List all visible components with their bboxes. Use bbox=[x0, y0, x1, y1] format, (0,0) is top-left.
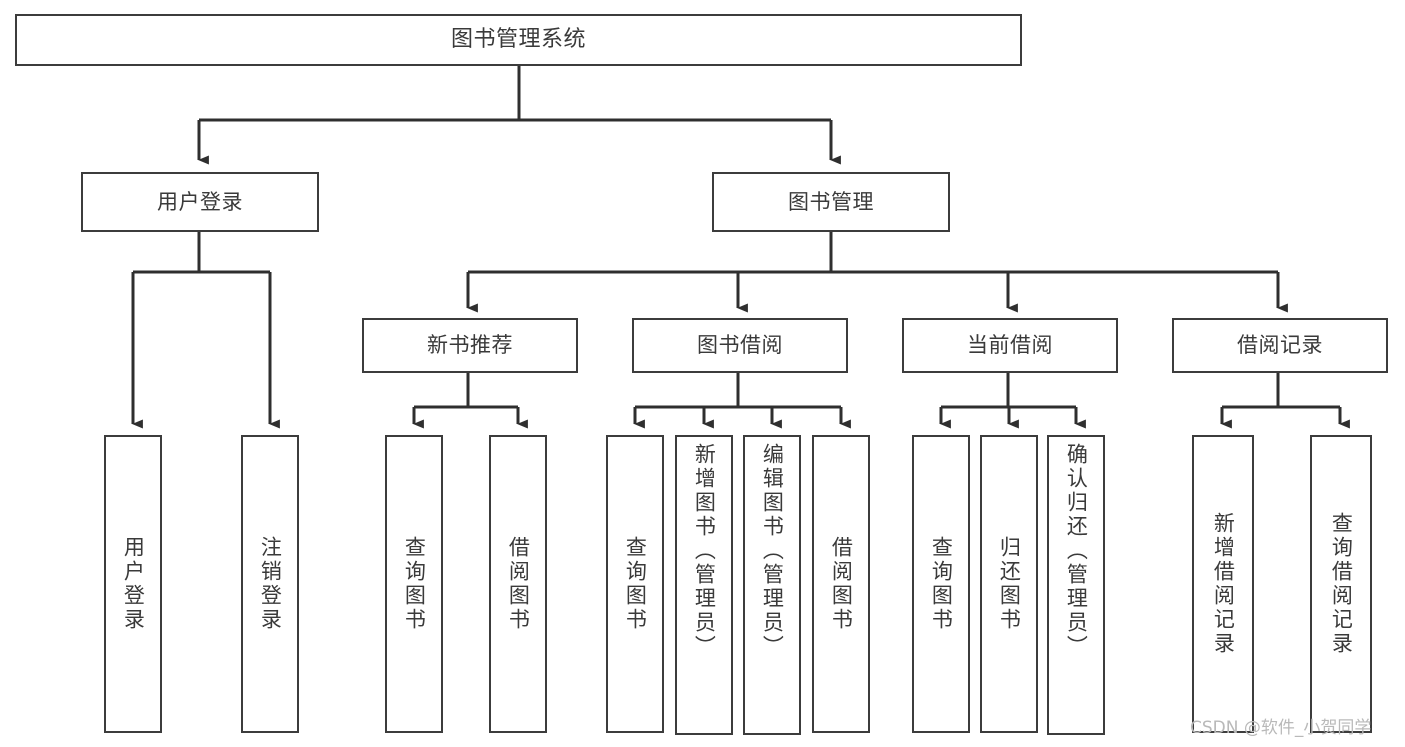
leaf-query-book-current[interactable]: 查询图书 bbox=[912, 435, 970, 733]
leaf-query-book-recommend[interactable]: 查询图书 bbox=[385, 435, 443, 733]
node-label: 查询图书 bbox=[623, 536, 648, 632]
node-label: 借阅图书 bbox=[506, 536, 531, 632]
watermark-text: CSDN @软件_小贺同学 bbox=[1190, 718, 1372, 738]
node-label: 图书借阅 bbox=[697, 333, 783, 357]
leaf-user-logout[interactable]: 注销登录 bbox=[241, 435, 299, 733]
node-label: 用户登录 bbox=[121, 536, 146, 632]
leaf-query-book-borrow[interactable]: 查询图书 bbox=[606, 435, 664, 733]
leaf-return-book[interactable]: 归还图书 bbox=[980, 435, 1038, 733]
leaf-add-book-admin[interactable]: 新增图书（管理员） bbox=[675, 435, 733, 735]
node-label: 当前借阅 bbox=[967, 333, 1053, 357]
leaf-confirm-return-admin[interactable]: 确认归还（管理员） bbox=[1047, 435, 1105, 735]
node-label: 图书管理系统 bbox=[450, 27, 586, 52]
leaf-add-borrow-record[interactable]: 新增借阅记录 bbox=[1192, 435, 1254, 733]
node-label: 用户登录 bbox=[157, 189, 243, 214]
node-user-login[interactable]: 用户登录 bbox=[81, 172, 319, 232]
node-current-borrow[interactable]: 当前借阅 bbox=[902, 318, 1118, 373]
node-label: 归还图书 bbox=[997, 536, 1022, 632]
node-label: 确认归还（管理员） bbox=[1064, 443, 1089, 659]
leaf-query-borrow-record[interactable]: 查询借阅记录 bbox=[1310, 435, 1372, 733]
node-label: 借阅记录 bbox=[1237, 333, 1323, 357]
node-label: 新增借阅记录 bbox=[1211, 512, 1236, 656]
node-borrow-record[interactable]: 借阅记录 bbox=[1172, 318, 1388, 373]
leaf-borrow-book-recommend[interactable]: 借阅图书 bbox=[489, 435, 547, 733]
node-label: 图书管理 bbox=[788, 189, 874, 214]
node-label: 编辑图书（管理员） bbox=[760, 443, 785, 659]
node-label: 注销登录 bbox=[258, 536, 283, 632]
node-label: 查询图书 bbox=[929, 536, 954, 632]
node-label: 查询借阅记录 bbox=[1329, 512, 1354, 656]
node-label: 新书推荐 bbox=[427, 333, 513, 357]
node-label: 借阅图书 bbox=[829, 536, 854, 632]
node-book-borrow[interactable]: 图书借阅 bbox=[632, 318, 848, 373]
node-root-system[interactable]: 图书管理系统 bbox=[15, 14, 1022, 66]
node-label: 查询图书 bbox=[402, 536, 427, 632]
leaf-user-login[interactable]: 用户登录 bbox=[104, 435, 162, 733]
node-book-management[interactable]: 图书管理 bbox=[712, 172, 950, 232]
node-new-book-recommend[interactable]: 新书推荐 bbox=[362, 318, 578, 373]
leaf-borrow-book[interactable]: 借阅图书 bbox=[812, 435, 870, 733]
leaf-edit-book-admin[interactable]: 编辑图书（管理员） bbox=[743, 435, 801, 735]
node-label: 新增图书（管理员） bbox=[692, 443, 717, 659]
